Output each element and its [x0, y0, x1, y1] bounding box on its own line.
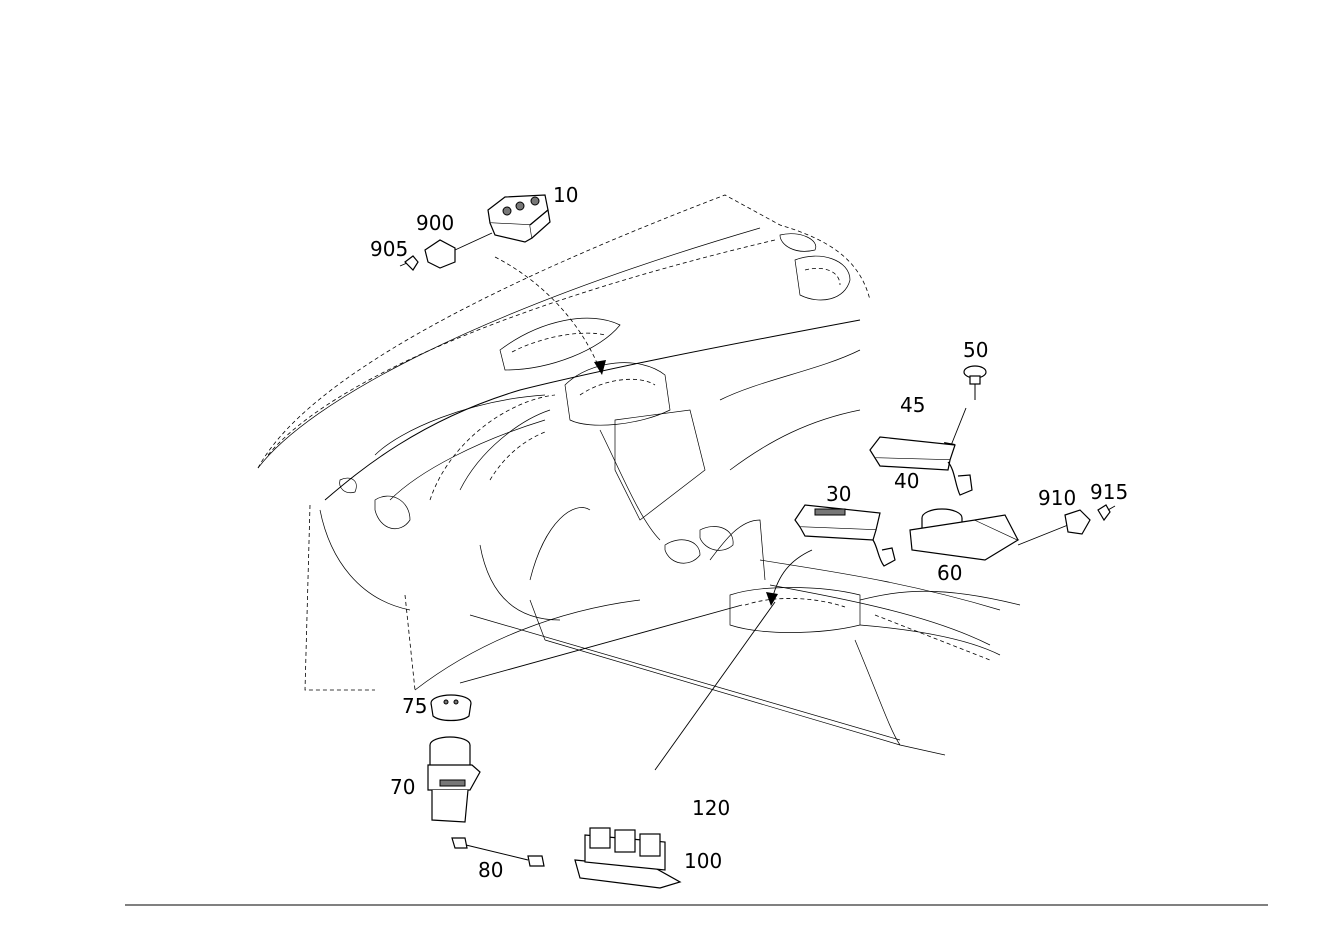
callout-905: 905	[370, 237, 408, 261]
leader-910	[1017, 524, 1069, 546]
knob-cap-part-75	[430, 694, 472, 722]
callout-10: 10	[553, 183, 578, 207]
cable-part-80	[451, 837, 545, 867]
callout-900: 900	[416, 211, 454, 235]
callout-100: 100	[684, 849, 722, 873]
control-module-part-60	[909, 508, 1020, 561]
arrow-50	[949, 407, 967, 449]
callout-70: 70	[390, 775, 415, 799]
callout-80: 80	[478, 858, 503, 882]
arrow-10	[494, 256, 601, 371]
leader-900	[454, 232, 493, 251]
relay-block-part-100	[574, 827, 682, 889]
callout-45: 45	[900, 393, 925, 417]
screw-part-50	[963, 365, 987, 400]
callout-910: 910	[1038, 486, 1076, 510]
switch-panel-part-45	[869, 436, 973, 496]
connector-part-900	[424, 239, 456, 269]
pin-part-905	[399, 255, 419, 271]
pin-part-915	[1097, 504, 1116, 522]
switch-part-10	[487, 194, 551, 243]
connector-part-910	[1064, 509, 1091, 535]
callout-75: 75	[402, 694, 427, 718]
callout-30: 30	[826, 482, 851, 506]
callout-915: 915	[1090, 480, 1128, 504]
switch-panel-part-30	[794, 504, 896, 567]
callout-60: 60	[937, 561, 962, 585]
arrow-30	[771, 549, 813, 601]
arrow-head-10	[594, 360, 606, 375]
arrow-head-30	[766, 592, 778, 606]
leader-75	[459, 604, 743, 684]
rotary-switch-part-70	[427, 736, 481, 823]
callout-50: 50	[963, 338, 988, 362]
callout-120: 120	[692, 796, 730, 820]
callout-40: 40	[894, 469, 919, 493]
leader-120	[654, 601, 776, 771]
